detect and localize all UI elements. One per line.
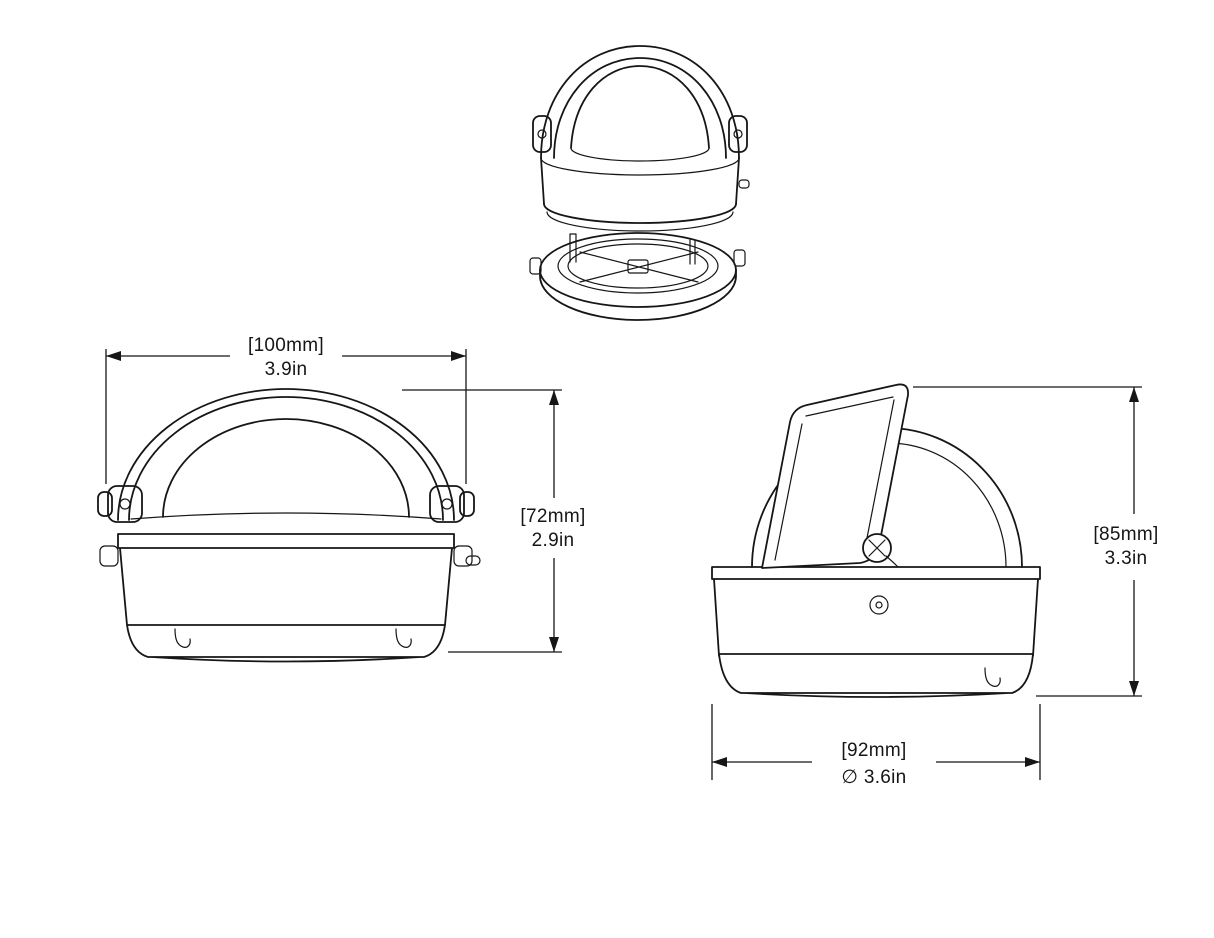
glass-dome-base xyxy=(570,147,710,162)
hood-inner-arc xyxy=(553,57,727,159)
width-metric-label: [100mm] xyxy=(248,335,324,356)
front-dome-arc xyxy=(162,418,410,518)
side-height-imperial-label: 3.3in xyxy=(1105,548,1148,569)
front-right-hinge xyxy=(429,485,465,523)
width-extension-lines xyxy=(105,349,467,484)
side-latch xyxy=(738,179,750,189)
cylinder-bottom-rim-2 xyxy=(546,211,734,232)
front-base-body xyxy=(117,533,455,663)
front-compass-body xyxy=(97,388,481,663)
compass-dome-assembly xyxy=(532,45,750,232)
front-hood-outer-arc xyxy=(117,388,455,521)
left-hinge-pin xyxy=(537,129,547,139)
pivot-screw-cross-icon xyxy=(868,539,886,557)
cylinder-sides xyxy=(540,157,740,205)
diameter-imperial-label: ∅ 3.6in xyxy=(841,767,906,788)
body-screw-outer xyxy=(869,595,889,615)
right-hinge xyxy=(728,115,748,153)
side-view: [85mm] 3.3in [92mm] ∅ 3.6in xyxy=(711,383,1158,788)
height-extension-lines xyxy=(402,389,562,653)
glass-dome-arc xyxy=(570,65,710,149)
shield-body-joint xyxy=(885,555,899,568)
ring-posts xyxy=(569,233,696,265)
ring-center-hub xyxy=(627,259,649,274)
width-arrow-right xyxy=(451,351,466,361)
side-compass-body xyxy=(711,566,1041,698)
height-arrow-top xyxy=(549,390,559,405)
side-diameter-dimension: [92mm] ∅ 3.6in xyxy=(711,704,1041,788)
ring-inner-ellipse-2 xyxy=(567,243,709,289)
width-arrow-left xyxy=(106,351,121,361)
height-metric-label: [72mm] xyxy=(520,506,585,527)
front-right-pin xyxy=(465,555,481,566)
hood-seam xyxy=(540,157,740,176)
width-imperial-label: 3.9in xyxy=(265,359,308,380)
front-left-tab xyxy=(99,545,119,567)
ring-left-tab xyxy=(529,257,542,275)
front-hood-inner-arc xyxy=(128,396,444,521)
left-hinge xyxy=(532,115,552,153)
body-screw-inner xyxy=(875,601,883,609)
diameter-arrow-right xyxy=(1025,757,1040,767)
side-height-arrow-top xyxy=(1129,387,1139,402)
hood-outer-arc xyxy=(540,45,740,159)
diameter-arrow-left xyxy=(712,757,727,767)
exploded-view xyxy=(529,45,750,321)
diameter-metric-label: [92mm] xyxy=(841,740,906,761)
front-left-hinge xyxy=(107,485,143,523)
side-height-metric-label: [85mm] xyxy=(1093,524,1158,545)
mounting-base-ring xyxy=(529,232,746,321)
ring-right-tab xyxy=(733,249,746,267)
front-left-knob xyxy=(97,491,113,517)
front-width-dimension: [100mm] 3.9in xyxy=(105,335,467,484)
height-arrow-bottom xyxy=(549,637,559,652)
right-hinge-pin xyxy=(733,129,743,139)
side-height-extension-lines xyxy=(913,386,1142,697)
ring-cross-bars xyxy=(579,251,699,283)
height-imperial-label: 2.9in xyxy=(532,530,575,551)
front-right-knob xyxy=(459,491,475,517)
front-height-dimension: [72mm] 2.9in xyxy=(402,389,585,653)
front-view: [100mm] 3.9in [72mm] 2.9in xyxy=(97,335,585,663)
front-right-hinge-pin xyxy=(441,498,453,510)
side-height-arrow-bottom xyxy=(1129,681,1139,696)
side-height-dimension: [85mm] 3.3in xyxy=(913,386,1158,697)
front-dome-seam xyxy=(130,512,442,520)
front-hooks xyxy=(174,628,412,648)
front-left-hinge-pin xyxy=(119,498,131,510)
side-base-body xyxy=(711,566,1041,698)
diameter-extension-lines xyxy=(711,704,1041,780)
sunshield xyxy=(761,383,909,569)
cylinder-bottom-rim xyxy=(543,203,737,224)
side-hook xyxy=(984,667,1001,687)
ring-thickness xyxy=(539,269,737,321)
sunshield-inner-lines xyxy=(774,396,895,561)
ring-inner-ellipse xyxy=(557,238,719,294)
